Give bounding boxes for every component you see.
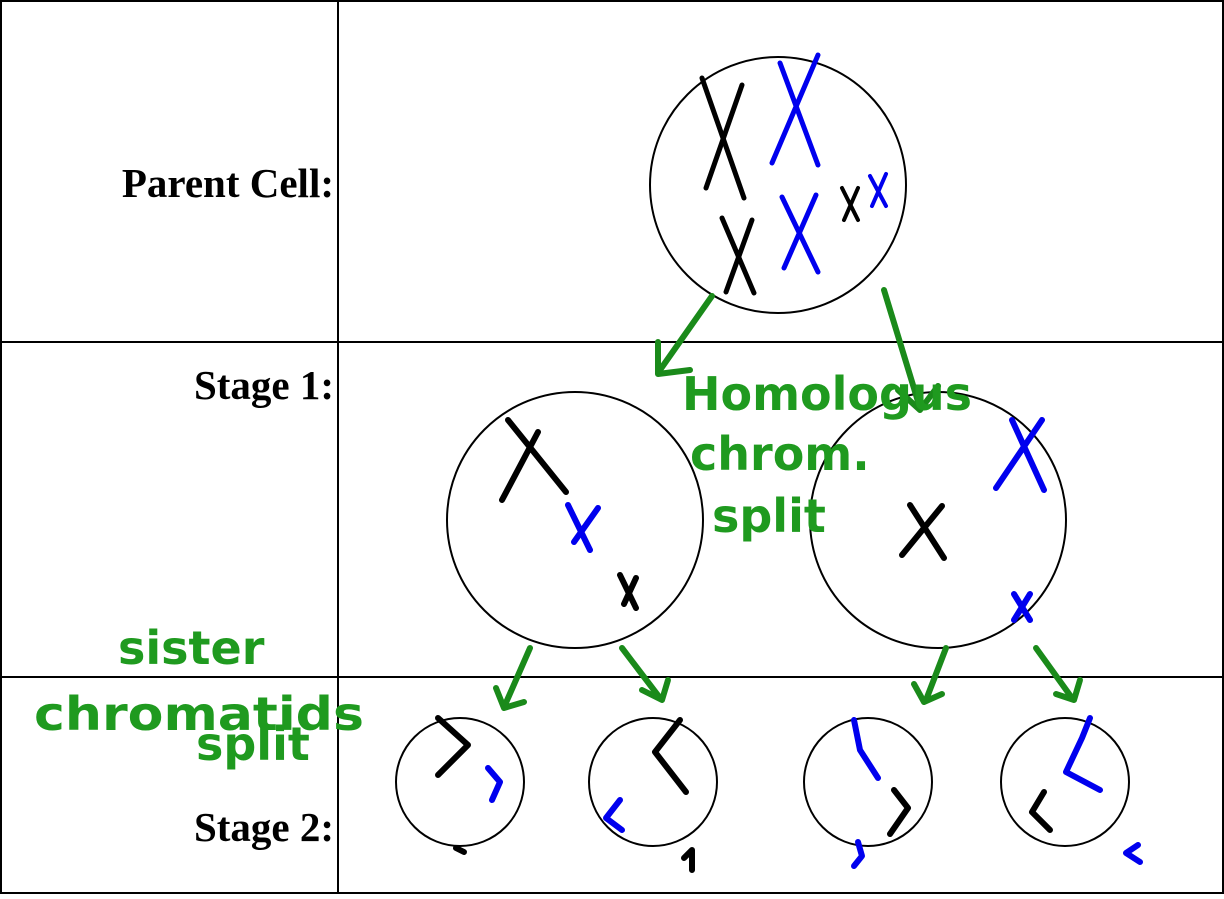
stage2-cell-4 [1000,715,1143,865]
chromosome-medium-black [899,502,947,561]
row-label-stage-2: Stage 2: [193,804,334,850]
chromatid-black-small [453,845,467,855]
chromatid-black-small [681,847,695,873]
chromosome-large-black [499,417,569,503]
stage1-cell-left-membrane [446,391,704,649]
stage1-cell-right-membrane [809,391,1067,649]
row-label-parent-cell: Parent Cell: [121,160,334,206]
chromosome-large-blue [769,52,821,168]
annotation-homologous: Homologus chrom. split [682,367,972,543]
stage2-cell-1-membrane [395,717,525,847]
chromosome-large-blue [993,417,1047,493]
chromosome-small-black [840,186,860,222]
chromatid-blue [485,765,503,803]
chromosome-small-blue [1011,591,1033,623]
chromosome-medium-black [719,215,757,296]
chromatid-blue [1063,715,1103,793]
stage1-cell-right [809,391,1067,649]
chromatid-black [652,717,689,795]
annotation-sister-line3: split [196,717,310,771]
stage2-cell-4-membrane [1000,717,1130,847]
chromatid-black [435,715,471,778]
parent-cell-membrane [649,56,907,314]
stage2-cell-3 [803,717,933,869]
chromosome-large-black [699,75,747,201]
arrow-left-to-cell1 [493,645,533,711]
chromatid-blue [603,797,625,833]
division-arrows [493,287,1083,711]
chromatid-blue [851,717,881,781]
arrow-left-to-cell2 [619,645,671,703]
annotation-homologous-line3: split [712,489,826,543]
annotation-homologous-line2: chrom. [690,427,870,481]
annotation-sister-line1: sister [118,621,265,675]
chromatid-black [1029,789,1053,833]
stage2-cell-2 [588,717,718,873]
annotation-sister-line2: chromatids [34,687,364,741]
annotation-homologous-line1: Homologus [682,367,972,421]
chromosome-small-blue [868,172,888,208]
stage2-cell-1 [395,715,525,855]
arrow-parent-to-left [655,293,715,377]
stage2-cell-3-membrane [803,717,933,847]
chromatid-blue-small [1123,842,1143,865]
chromosome-medium-blue [565,502,601,553]
chromatid-black [887,787,911,837]
arrow-parent-to-right [881,287,941,413]
arrow-right-to-cell4 [1033,645,1083,703]
row-label-stage-1: Stage 1: [193,362,334,408]
chromosome-small-black [617,572,639,611]
parent-cell [649,52,907,314]
chromosome-medium-blue [779,192,821,275]
chromatid-blue-small [851,839,865,869]
arrow-right-to-cell3 [911,645,949,705]
stage2-cell-2-membrane [588,717,718,847]
stage1-cell-left [446,391,704,649]
annotation-sister: sister chromatids split [34,621,364,771]
